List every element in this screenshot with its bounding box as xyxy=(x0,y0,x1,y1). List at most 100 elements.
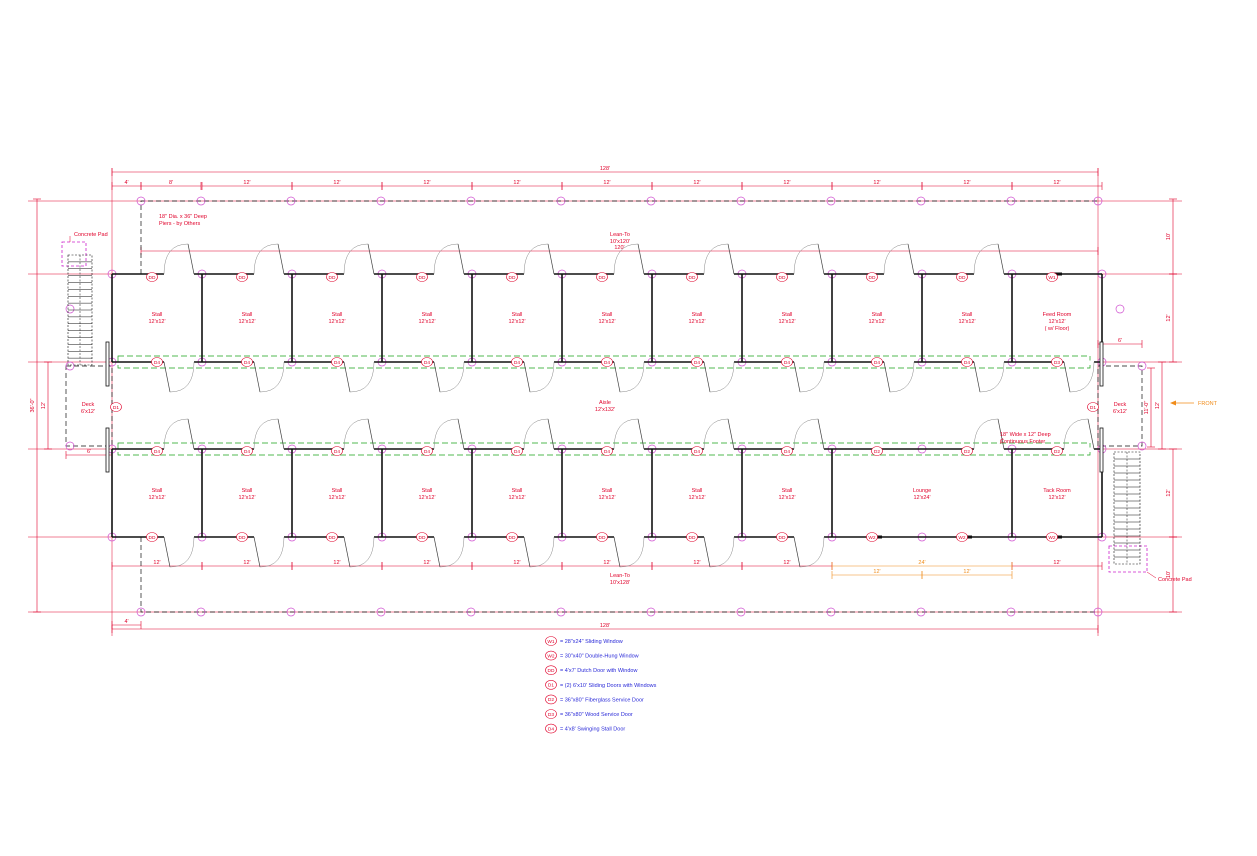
door-top-outer-0-swing xyxy=(163,243,189,275)
room-top-7-line1: 12'x12' xyxy=(778,319,795,325)
door-bottom-outer-0-swing xyxy=(169,536,195,568)
tag-end-right-circle xyxy=(1087,402,1099,412)
legend-tag-circle xyxy=(545,665,557,676)
door-top-inner-1-leaf xyxy=(253,361,261,393)
dim-overall-bottom-label: 128' xyxy=(600,623,610,629)
dim-lounge-width-label: 24' xyxy=(918,560,925,566)
door-bottom-inner-2-leaf xyxy=(367,418,375,450)
dim-bay-bottom-1-label: 12' xyxy=(153,560,160,566)
door-top-inner-6-swing xyxy=(709,361,735,393)
legend-tag-circle xyxy=(545,650,557,661)
door-top-inner-9-swing xyxy=(979,361,1005,393)
room-top-4-line1: 12'x12' xyxy=(508,319,525,325)
room-top-9-line0: Stall xyxy=(962,312,973,318)
tag-top-inner-10-text: D3 xyxy=(1054,360,1060,366)
tag-top-outer-6-text: DD xyxy=(689,275,696,281)
tag-top-inner-5-circle xyxy=(601,357,613,367)
tag-bottom-inner-2-text: D4 xyxy=(334,449,340,455)
dim-aisle-right-label: 12' xyxy=(1155,402,1161,409)
tag-top-inner-0-text: D4 xyxy=(154,360,160,366)
door-top-outer-6-swing xyxy=(703,243,729,275)
tag-bottom-inner-7-text: D4 xyxy=(784,449,790,455)
tag-bottom-inner-10-text: D2 xyxy=(1054,449,1060,455)
room-bottom-3-line0: Stall xyxy=(422,488,433,494)
room-top-8-line0: Stall xyxy=(872,312,883,318)
door-lounge-inner-leaf xyxy=(997,418,1005,450)
deck-left-outline xyxy=(65,365,113,447)
door-top-inner-7-swing xyxy=(799,361,825,393)
concrete-pad-bottom-label: Concrete Pad xyxy=(1158,577,1192,583)
pier-12 xyxy=(646,196,656,206)
door-feed-inner-swing xyxy=(1069,361,1095,393)
legend-row-w1: W1= 28"x24" Sliding Window xyxy=(545,636,623,646)
end-door-right-bottom xyxy=(1099,427,1104,473)
tag-top-outer-0-text: DD xyxy=(149,275,156,281)
leanto-bottom-outline xyxy=(140,537,1098,613)
tag-bottom-outer-5-text: DD xyxy=(599,535,606,541)
legend-tag-text: W1 xyxy=(547,639,555,645)
end-door-right-top xyxy=(1099,341,1104,387)
pier-7 xyxy=(376,607,386,617)
legend-desc: = (2) 6'x10' Sliding Doors with Windows xyxy=(560,683,657,689)
tag-bottom-inner-1-circle xyxy=(241,446,253,456)
pier-17 xyxy=(826,607,836,617)
dim-bay-top-4-label: 12' xyxy=(423,180,430,186)
tag-bottom-inner-1-text: D4 xyxy=(244,449,250,455)
tag-end-left-circle xyxy=(110,402,122,412)
room-top-9-line1: 12'x12' xyxy=(958,319,975,325)
room-bottom-1-line0: Stall xyxy=(242,488,253,494)
door-bottom-outer-4-leaf xyxy=(523,536,531,568)
dim-lounge-half-a-label: 12' xyxy=(873,569,880,575)
legend-desc: = 36"x80" Fiberglass Service Door xyxy=(560,697,644,703)
dim-bay-bottom-2-label: 12' xyxy=(243,560,250,566)
pier-10 xyxy=(556,196,566,206)
door-top-inner-4-leaf xyxy=(523,361,531,393)
door-top-outer-8-swing xyxy=(883,243,909,275)
door-top-inner-3-leaf xyxy=(433,361,441,393)
end-door-left-bottom xyxy=(105,427,110,473)
tag-bottom-outer-6-circle xyxy=(686,532,698,542)
tag-top-outer-4-circle xyxy=(506,272,518,282)
tag-bottom-inner-0-text: D4 xyxy=(154,449,160,455)
tag-bottom-outer-8-circle xyxy=(866,532,878,542)
tag-bottom-inner-3-text: D4 xyxy=(424,449,430,455)
legend-tag-text: D4 xyxy=(548,726,554,732)
room-bottom-8-line1: 12'x24' xyxy=(913,495,930,501)
door-layer xyxy=(163,243,1095,568)
tag-bottom-outer-1-circle xyxy=(236,532,248,542)
legend-row-d3: D3= 36"x80" Wood Service Door xyxy=(545,709,633,719)
door-bottom-inner-2-swing xyxy=(343,418,369,450)
tag-top-inner-2-circle xyxy=(331,357,343,367)
tag-top-outer-6-circle xyxy=(686,272,698,282)
tag-top-inner-5-text: D4 xyxy=(604,360,610,366)
door-bottom-outer-1-swing xyxy=(259,536,285,568)
footer-note-line1: 18" Wide x 12" Deep xyxy=(1000,432,1051,438)
tag-bottom-inner-8-text: D2 xyxy=(874,449,880,455)
tag-bottom-outer-10-circle xyxy=(1046,532,1058,542)
door-top-inner-0-swing xyxy=(169,361,195,393)
pier-77 xyxy=(1115,304,1125,314)
dim-overall-depth-label: 36'-0" xyxy=(30,398,36,412)
leanto-bottom-size: 10'x128' xyxy=(610,580,630,586)
tag-top-outer-5-circle xyxy=(596,272,608,282)
tag-bottom-outer-7-circle xyxy=(776,532,788,542)
pier-3 xyxy=(196,607,206,617)
tag-bottom-inner-8-circle xyxy=(871,446,883,456)
tag-bottom-inner-5-circle xyxy=(601,446,613,456)
front-arrow-icon xyxy=(1170,400,1194,406)
tag-bottom-outer-0-circle xyxy=(146,532,158,542)
room-bottom-2-line1: 12'x12' xyxy=(328,495,345,501)
door-feed-inner-leaf xyxy=(1063,361,1071,393)
door-bottom-inner-6-swing xyxy=(703,418,729,450)
door-top-inner-9-leaf xyxy=(973,361,981,393)
room-top-3-line1: 12'x12' xyxy=(418,319,435,325)
door-top-outer-1-leaf xyxy=(277,243,285,275)
legend-tag-text: W2 xyxy=(547,653,555,659)
tag-bottom-outer-6-text: DD xyxy=(689,535,696,541)
room-top-3-line0: Stall xyxy=(422,312,433,318)
tag-bottom-outer-9-text: W2 xyxy=(958,535,966,541)
dim-bay-top-10-label: 12' xyxy=(963,180,970,186)
concrete-pad-top xyxy=(61,236,87,267)
door-bottom-inner-1-swing xyxy=(253,418,279,450)
pier-18 xyxy=(916,196,926,206)
